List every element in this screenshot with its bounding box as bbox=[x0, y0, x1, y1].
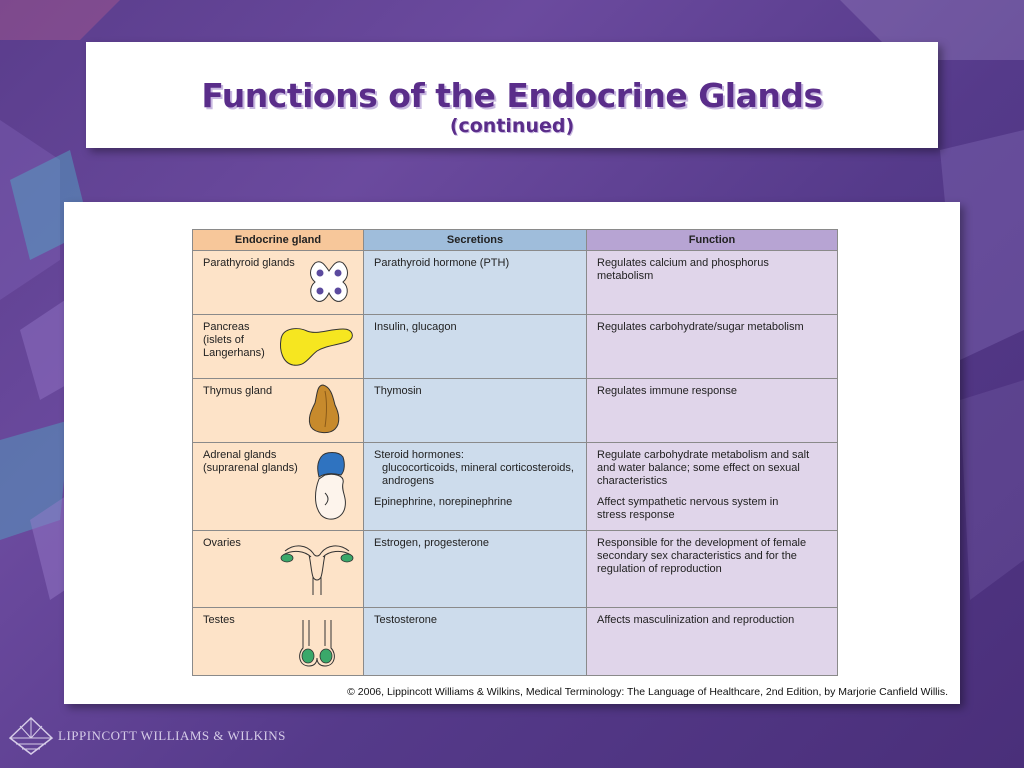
function-text: Regulates carbohydrate/sugar metabolism bbox=[597, 321, 804, 333]
gland-cell: Ovaries bbox=[192, 530, 364, 608]
copyright-text: © 2006, Lippincott Williams & Wilkins, M… bbox=[347, 686, 948, 698]
function-text: Regulate carbohydrate metabolism and sal… bbox=[597, 449, 810, 461]
gland-cell: Thymus gland bbox=[192, 378, 364, 443]
gland-name: Parathyroid glands bbox=[203, 257, 295, 270]
slide-subtitle: (continued) bbox=[449, 115, 575, 137]
testes-icon bbox=[299, 620, 335, 667]
gland-name-line: Parathyroid glands bbox=[203, 257, 295, 269]
secretions-cell: Thymosin bbox=[363, 378, 587, 443]
function-cell: Responsible for the development of femal… bbox=[586, 530, 838, 608]
function-text: Affect sympathetic nervous system in bbox=[597, 496, 779, 508]
gland-name: Adrenal glands (suprarenal glands) bbox=[203, 449, 298, 475]
secretions-cell: Steroid hormones: glucocorticoids, miner… bbox=[363, 442, 587, 531]
secretions-cell: Parathyroid hormone (PTH) bbox=[363, 250, 587, 315]
secretion-text: Estrogen, progesterone bbox=[374, 537, 489, 549]
function-cell: Regulates carbohydrate/sugar metabolism bbox=[586, 314, 838, 379]
gland-name: Testes bbox=[203, 614, 235, 627]
function-cell: Regulates calcium and phosphorus metabol… bbox=[586, 250, 838, 315]
secretion-text: Testosterone bbox=[374, 614, 437, 626]
gland-name-line: Ovaries bbox=[203, 537, 241, 549]
secretion-text: Thymosin bbox=[374, 385, 422, 397]
ovaries-icon bbox=[280, 545, 354, 595]
function-cell: Regulate carbohydrate metabolism and sal… bbox=[586, 442, 838, 531]
function-text: stress response bbox=[597, 509, 675, 521]
secretion-text: androgens bbox=[382, 475, 434, 487]
header-secretions: Secretions bbox=[363, 229, 587, 251]
table-row: Adrenal glands (suprarenal glands) Stero… bbox=[192, 442, 838, 531]
secretions-cell: Estrogen, progesterone bbox=[363, 530, 587, 608]
thymus-icon bbox=[308, 384, 340, 434]
function-text: Regulates immune response bbox=[597, 385, 738, 397]
gland-name: Thymus gland bbox=[203, 385, 272, 398]
function-text: and water balance; some effect on sexual bbox=[597, 462, 800, 474]
gland-name-line: Adrenal glands bbox=[203, 449, 277, 461]
function-cell: Affects masculinization and reproduction bbox=[586, 607, 838, 676]
publisher-logo: LIPPINCOTT WILLIAMS & WILKINS bbox=[8, 716, 286, 756]
secretions-cell: Testosterone bbox=[363, 607, 587, 676]
gland-cell: Parathyroid glands bbox=[192, 250, 364, 315]
table-row: Thymus gland Thymosin Regulates immune r… bbox=[192, 378, 838, 443]
table-row: Pancreas (islets of Langerhans) Insulin,… bbox=[192, 314, 838, 379]
lww-logo-icon bbox=[8, 716, 54, 755]
content-box: Endocrine gland Secretions Function Para… bbox=[64, 202, 960, 704]
gland-name-line: Langerhans) bbox=[203, 347, 265, 359]
function-text: Affects masculinization and reproduction bbox=[597, 614, 795, 626]
function-cell: Regulates immune response bbox=[586, 378, 838, 443]
table-row: Ovaries Estrogen, progesterone bbox=[192, 530, 838, 608]
gland-name: Ovaries bbox=[203, 537, 241, 550]
header-function: Function bbox=[586, 229, 838, 251]
function-text: secondary sex characteristics and for th… bbox=[597, 550, 797, 562]
parathyroid-icon bbox=[310, 261, 348, 302]
function-text: regulation of reproduction bbox=[597, 563, 722, 575]
gland-name-line: Testes bbox=[203, 614, 235, 626]
gland-cell: Adrenal glands (suprarenal glands) bbox=[192, 442, 364, 531]
logo-text: LIPPINCOTT WILLIAMS & WILKINS bbox=[58, 728, 286, 743]
gland-name-line: Thymus gland bbox=[203, 385, 273, 397]
gland-name: Pancreas (islets of Langerhans) bbox=[203, 321, 265, 360]
secretion-text: Parathyroid hormone (PTH) bbox=[374, 257, 510, 269]
header-endocrine-gland: Endocrine gland bbox=[192, 229, 364, 251]
table-header-row: Endocrine gland Secretions Function bbox=[192, 229, 838, 251]
function-text: characteristics bbox=[597, 475, 668, 487]
secretion-text: glucocorticoids, mineral corticosteroids… bbox=[382, 462, 574, 474]
secretion-text: Steroid hormones: bbox=[374, 449, 464, 461]
table-row: Parathyroid glands Parathyroid hormone (… bbox=[192, 250, 838, 315]
pancreas-icon bbox=[280, 328, 353, 366]
function-text: Regulates calcium and phosphorus metabol… bbox=[597, 257, 769, 282]
table-row: Testes Testosterone Affects masculinizat… bbox=[192, 607, 838, 676]
secretion-text: Epinephrine, norepinephrine bbox=[374, 496, 513, 508]
secretions-cell: Insulin, glucagon bbox=[363, 314, 587, 379]
gland-cell: Pancreas (islets of Langerhans) bbox=[192, 314, 364, 379]
gland-name-line: (suprarenal glands) bbox=[203, 462, 298, 474]
endocrine-table: Endocrine gland Secretions Function Para… bbox=[192, 229, 838, 676]
gland-name-line: Pancreas bbox=[203, 321, 250, 333]
title-box: Functions of the Endocrine Glands (conti… bbox=[86, 42, 938, 148]
gland-cell: Testes bbox=[192, 607, 364, 676]
gland-name-line: (islets of bbox=[203, 334, 244, 346]
function-text: Responsible for the development of femal… bbox=[597, 537, 807, 549]
slide-title: Functions of the Endocrine Glands bbox=[201, 76, 823, 115]
adrenal-icon bbox=[315, 452, 346, 520]
secretion-text: Insulin, glucagon bbox=[374, 321, 457, 333]
